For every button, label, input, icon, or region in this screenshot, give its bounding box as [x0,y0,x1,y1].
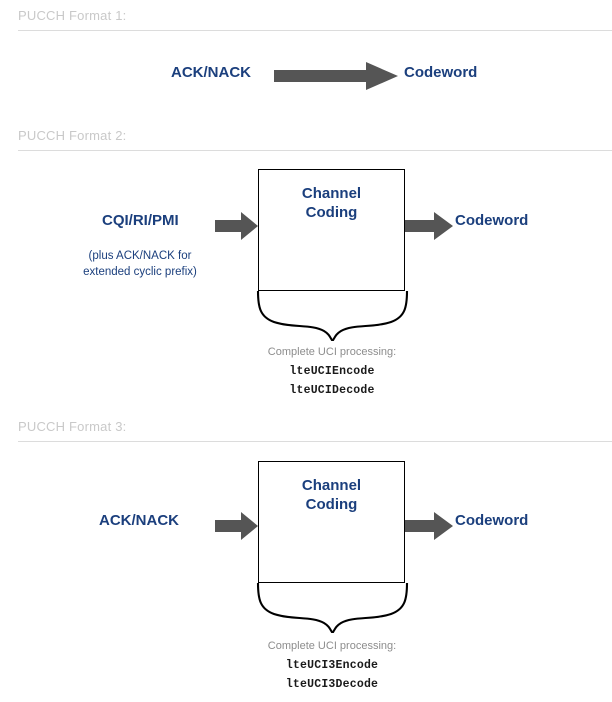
caption-format-3: Complete UCI processing: [267,640,397,652]
process-box-label-line-2: Coding [305,204,358,221]
right-block-arrow-icon-format-2-in [215,212,258,240]
curly-brace-down-icon-format-3 [240,583,425,633]
process-box-format-3: Channel Coding [258,461,405,583]
section-divider-format-3 [18,441,612,442]
section-divider-format-1 [18,30,612,31]
curly-brace-down-icon-format-2 [240,291,425,341]
process-box-label-line-1: Channel [301,477,362,494]
process-box-label-line-2: Coding [305,496,358,513]
diagram-format-1: ACK/NACK Codeword [0,0,612,120]
section-header-format-1: PUCCH Format 1: [18,8,127,23]
process-box-label-line-1: Channel [301,185,362,202]
input-label-format-2: CQI/RI/PMI [102,212,179,229]
right-block-arrow-icon-format-3-out [405,512,453,540]
process-box-format-2: Channel Coding [258,169,405,291]
right-block-arrow-icon-format-1-main [274,62,398,90]
section-header-format-3: PUCCH Format 3: [18,419,127,434]
diagram-format-2: CQI/RI/PMI (plus ACK/NACK for extended c… [0,0,612,397]
section-header-format-2: PUCCH Format 2: [18,128,127,143]
function-name-encode-format-3: lteUCI3Encode [285,659,379,672]
function-name-decode-format-2: lteUCIDecode [289,384,375,397]
input-sublabel-line-1: (plus ACK/NACK for [88,250,192,262]
output-label-format-2: Codeword [455,212,529,229]
section-divider-format-2 [18,150,612,151]
output-label-format-1: Codeword [404,64,478,81]
process-box-label-format-3: Channel Coding [259,476,404,514]
input-sublabel-line-2: extended cyclic prefix) [83,266,197,278]
caption-format-2: Complete UCI processing: [267,346,397,358]
right-block-arrow-icon-format-3-in [215,512,258,540]
output-label-format-3: Codeword [455,512,529,529]
function-name-encode-format-2: lteUCIEncode [289,365,375,378]
function-name-decode-format-3: lteUCI3Decode [285,678,379,691]
right-block-arrow-icon-format-2-out [405,212,453,240]
process-box-label-format-2: Channel Coding [259,184,404,222]
input-label-format-1: ACK/NACK [171,64,251,81]
input-label-format-3: ACK/NACK [99,512,179,529]
input-sublabel-format-2: (plus ACK/NACK for extended cyclic prefi… [50,248,230,280]
